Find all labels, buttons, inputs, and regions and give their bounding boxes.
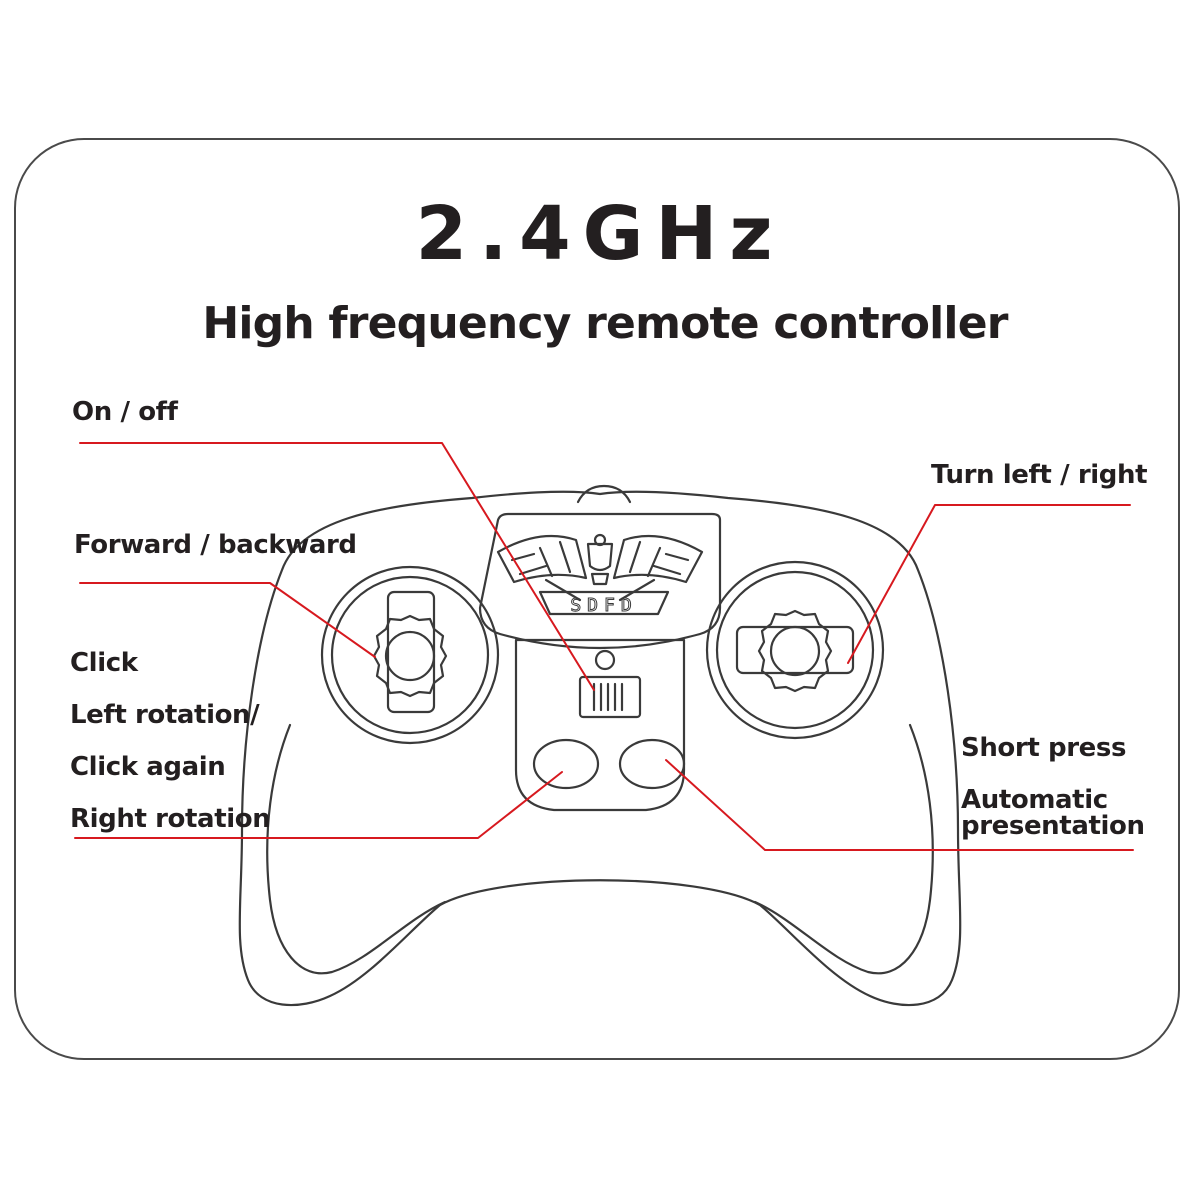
label-forward-backward: Forward / backward [74, 530, 357, 560]
right-stick-cap [769, 625, 821, 677]
checkered-flag-right-icon [612, 534, 704, 602]
subtitle-heading: High frequency remote controller [202, 298, 1008, 349]
power-switch[interactable] [578, 675, 642, 719]
label-click: Click [70, 648, 138, 678]
trophy-icon [586, 533, 614, 586]
left-stick-track [386, 590, 436, 714]
controller-outer-body [238, 490, 962, 1007]
label-presentation: presentation [961, 811, 1145, 841]
antenna-bump [576, 484, 632, 504]
top-panel [478, 512, 722, 650]
right-stick-outer-ring [705, 560, 885, 740]
left-stick-outer-ring [320, 565, 500, 745]
right-stick-track [735, 625, 855, 675]
label-on-off: On / off [72, 397, 178, 427]
right-grip-line [753, 723, 934, 975]
label-turn-left-right: Turn left / right [931, 460, 1148, 490]
leader-line-demo [665, 759, 1134, 851]
label-automatic: Automatic [961, 785, 1108, 815]
leader-line-steering [847, 504, 1131, 664]
label-click-again: Click again [70, 752, 226, 782]
diagram-frame [14, 138, 1180, 1060]
logo-text: SDFD [570, 595, 637, 616]
frequency-heading: 2.4GHz [415, 191, 785, 277]
left-stick-cap [384, 630, 436, 682]
logo-plate [538, 590, 670, 616]
right-stick-knob [757, 609, 833, 693]
demo-button[interactable] [618, 738, 686, 790]
label-right-rotation: Right rotation [70, 804, 271, 834]
power-switch-grip [592, 682, 624, 712]
center-lower-panel [514, 638, 686, 812]
label-left-rotation: Left rotation/ [70, 700, 260, 730]
checkered-flag-left-icon [496, 534, 588, 602]
power-led [594, 649, 616, 671]
left-stick-inner-ring [330, 575, 490, 735]
leader-line-power [79, 442, 595, 691]
leader-line-rotation [74, 771, 563, 839]
label-short-press: Short press [961, 733, 1127, 763]
leader-line-throttle [79, 582, 376, 658]
left-stick-knob [372, 614, 448, 698]
right-stick-inner-ring [715, 570, 875, 730]
rotation-button[interactable] [532, 738, 600, 790]
left-grip-line [266, 723, 447, 975]
